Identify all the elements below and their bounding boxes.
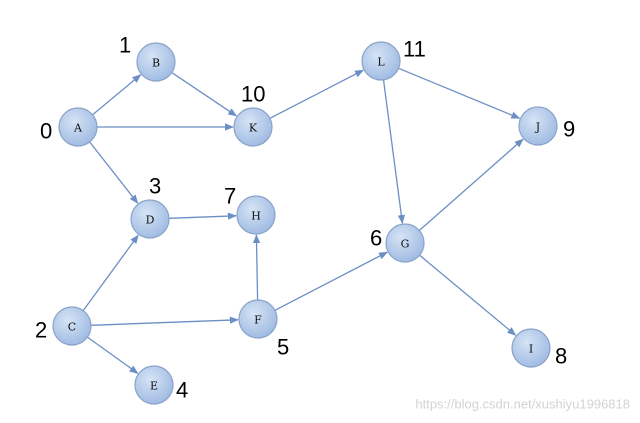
node-label: J	[535, 121, 540, 134]
edge-l-g	[382, 79, 405, 225]
node-circle	[518, 106, 558, 146]
node-label: K	[249, 122, 258, 135]
edge-f-h	[252, 234, 261, 301]
node-circle	[385, 223, 425, 263]
node-label: D	[146, 214, 155, 227]
edge-l-j	[398, 67, 521, 119]
edge-c-e	[87, 336, 139, 374]
order-number-j: 9	[563, 117, 575, 142]
order-labels-layer: 0 1 2 3 4 5 6 7 8 9 10 11	[35, 33, 575, 403]
node-circle	[511, 328, 551, 368]
edge-f-g	[274, 251, 389, 311]
edge-c-d	[82, 234, 139, 311]
node-circle	[130, 199, 170, 239]
edge-b-k	[171, 72, 238, 117]
node-circle	[136, 42, 176, 82]
node-label: C	[68, 321, 76, 334]
edge-d-h	[168, 212, 237, 220]
node-label: A	[73, 122, 83, 135]
node-circle	[58, 107, 98, 147]
node-j: J	[518, 106, 558, 146]
node-a: A	[58, 107, 98, 147]
edge-g-j	[418, 138, 524, 231]
node-label: F	[254, 314, 262, 327]
order-number-g: 6	[370, 226, 382, 251]
node-label: H	[251, 210, 261, 223]
node-circle	[233, 107, 273, 147]
node-circle	[236, 195, 276, 235]
node-label: E	[150, 380, 158, 393]
order-number-b: 1	[119, 33, 131, 58]
node-k: K	[233, 107, 273, 147]
edge-g-i	[419, 254, 517, 336]
nodes-layer: A B C D E F G H I J K L	[52, 41, 558, 405]
order-number-a: 0	[40, 119, 52, 144]
order-number-e: 4	[176, 378, 188, 403]
node-circle	[52, 306, 92, 346]
edge-k-l	[269, 69, 365, 119]
node-label: G	[401, 238, 410, 251]
node-i: I	[511, 328, 551, 368]
order-number-c: 2	[35, 318, 47, 343]
order-number-k: 10	[241, 82, 265, 107]
node-h: H	[236, 195, 276, 235]
node-circle	[361, 41, 401, 81]
node-label: I	[529, 343, 533, 356]
node-f: F	[238, 299, 278, 339]
node-circle	[134, 365, 174, 405]
node-l: L	[361, 41, 401, 81]
order-number-i: 8	[555, 344, 567, 369]
node-label: L	[377, 56, 385, 69]
edge-a-b	[92, 74, 142, 116]
edges-layer	[82, 67, 524, 374]
node-g: G	[385, 223, 425, 263]
order-number-l: 11	[403, 37, 426, 62]
order-number-d: 3	[149, 174, 161, 199]
node-b: B	[136, 42, 176, 82]
order-number-f: 5	[277, 335, 289, 360]
watermark-text: https://blog.csdn.net/xushiyu1996818	[415, 397, 630, 412]
node-circle	[238, 299, 278, 339]
node-label: B	[152, 57, 160, 70]
node-c: C	[52, 306, 92, 346]
node-d: D	[130, 199, 170, 239]
edge-c-f	[90, 316, 239, 326]
node-e: E	[134, 365, 174, 405]
edge-a-d	[89, 141, 139, 204]
order-number-h: 7	[224, 184, 236, 209]
